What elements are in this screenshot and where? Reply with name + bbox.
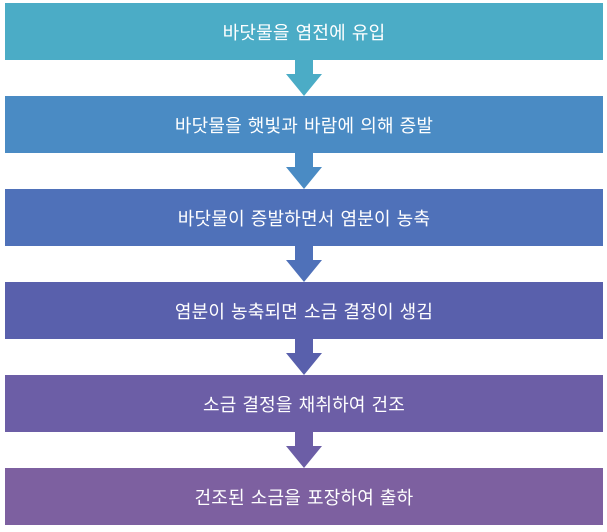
down-arrow-icon: [286, 339, 322, 375]
step-2-box: 바닷물을 햇빛과 바람에 의해 증발: [5, 96, 603, 153]
step-4-label: 염분이 농축되면 소금 결정이 생김: [174, 301, 434, 323]
step-6-label: 건조된 소금을 포장하여 출하: [194, 487, 414, 509]
step-3-label: 바닷물이 증발하면서 염분이 농축: [177, 208, 431, 230]
down-arrow-icon: [286, 60, 322, 96]
down-arrow-icon: [286, 432, 322, 468]
step-1-label: 바닷물을 염전에 유입: [222, 22, 386, 44]
step-1-box: 바닷물을 염전에 유입: [5, 3, 603, 60]
step-6-box: 건조된 소금을 포장하여 출하: [5, 468, 603, 525]
step-3-box: 바닷물이 증발하면서 염분이 농축: [5, 189, 603, 246]
step-5-label: 소금 결정을 채취하여 건조: [202, 394, 406, 416]
down-arrow-icon: [286, 246, 322, 282]
step-2-label: 바닷물을 햇빛과 바람에 의해 증발: [174, 115, 434, 137]
step-5-box: 소금 결정을 채취하여 건조: [5, 375, 603, 432]
down-arrow-icon: [286, 153, 322, 189]
step-4-box: 염분이 농축되면 소금 결정이 생김: [5, 282, 603, 339]
